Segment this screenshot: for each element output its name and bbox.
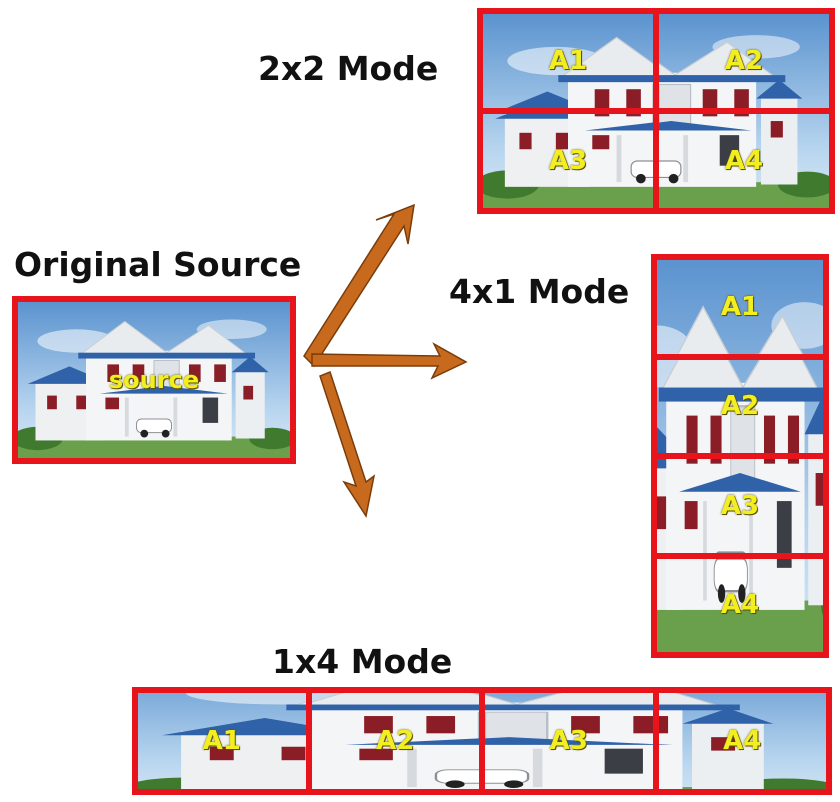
mode-4x1-label-a1: A1 [720, 291, 760, 322]
mode-1x4-frame: A1 A2 A3 A4 [132, 687, 832, 795]
mode-1x4-tile-a2: A2 [311, 693, 479, 789]
mode-2x2-label-a2: A2 [724, 46, 764, 76]
mode-1x4-tile-a1: A1 [138, 693, 306, 789]
mode-2x2-tile-a2: A2 [659, 14, 829, 108]
original-source-frame: source [12, 296, 296, 464]
mode-4x1-tile-a4: A4 [657, 558, 823, 652]
arrow-to-1x4 [319, 371, 376, 518]
mode-1x4-label-a1: A1 [202, 726, 241, 756]
arrow-to-2x2 [303, 203, 415, 368]
mode-4x1-label-a4: A4 [720, 590, 760, 621]
mode-2x2-tile-a4: A4 [659, 114, 829, 208]
mode-2x2-label-a3: A3 [548, 146, 588, 176]
arrow-to-4x1 [311, 342, 468, 380]
mode-1x4-label-a4: A4 [723, 726, 762, 756]
mode-2x2-label-a1: A1 [548, 46, 588, 76]
original-source-title: Original Source [14, 245, 302, 284]
mode-2x2-tile-a1: A1 [483, 14, 653, 108]
source-tile: source [18, 302, 290, 458]
mode-4x1-tile-a3: A3 [657, 459, 823, 553]
mode-4x1-label-a2: A2 [720, 391, 760, 422]
mode-1x4-title: 1x4 Mode [272, 642, 453, 681]
mode-4x1-title: 4x1 Mode [449, 272, 630, 311]
mode-4x1-tile-a1: A1 [657, 260, 823, 354]
mode-1x4-label-a2: A2 [376, 726, 415, 756]
mode-2x2-tile-a3: A3 [483, 114, 653, 208]
mode-1x4-label-a3: A3 [549, 726, 588, 756]
mode-4x1-frame: A1 A2 A3 A4 [651, 254, 829, 658]
mode-4x1-tile-a2: A2 [657, 359, 823, 453]
mode-1x4-tile-a4: A4 [658, 693, 826, 789]
mode-2x2-frame: A1 A2 A3 A4 [477, 8, 835, 214]
mode-1x4-tile-a3: A3 [485, 693, 653, 789]
mode-4x1-label-a3: A3 [720, 490, 760, 521]
mode-2x2-label-a4: A4 [724, 146, 764, 176]
mode-2x2-title: 2x2 Mode [258, 49, 439, 88]
source-label: source [108, 366, 200, 394]
